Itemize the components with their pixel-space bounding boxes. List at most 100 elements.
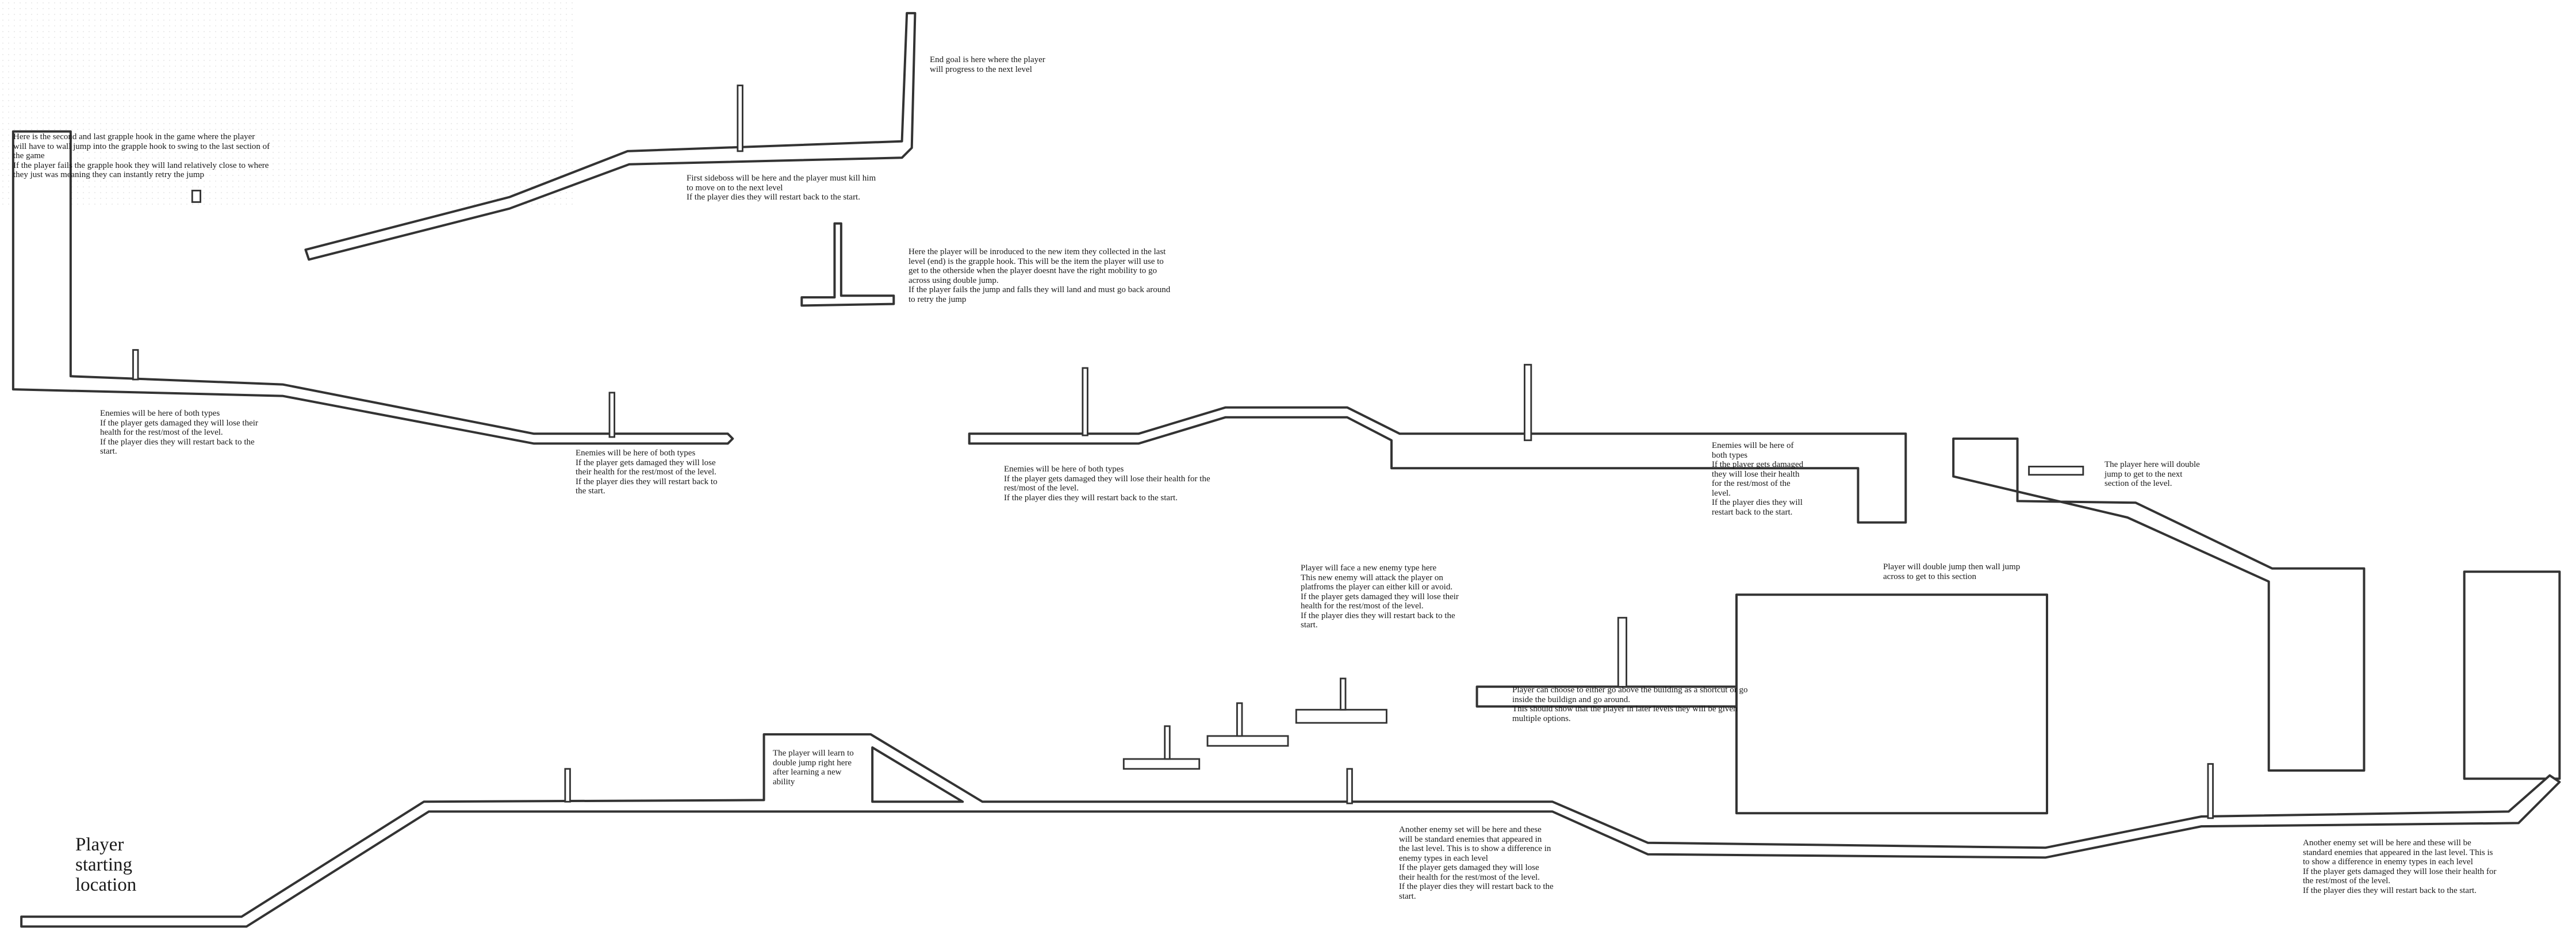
note-line: to move on to the next level [687,183,783,193]
building [1735,593,2048,815]
enemy-post [1236,702,1243,737]
double-jump-ledge [2028,466,2084,476]
note-line: jump to get to the next [2104,469,2183,479]
note-line: after learning a new [773,768,842,777]
note-line: If the player dies they will restart bac… [100,437,255,447]
note-line: This should show that the player in late… [1512,704,1738,714]
note-line: platfroms the player can either kill or … [1301,582,1453,592]
start-label-line: location [75,875,137,895]
note-line: ability [773,777,795,787]
note-line: their health for the rest/most of the le… [576,467,716,477]
note-line: to show a difference in enemy types in e… [2303,857,2473,867]
note-line: the game [13,151,45,160]
grapple-t-platform [800,222,895,307]
note-line: Enemies will be here of both types [576,448,696,458]
note-line: If the player fails the jump and falls t… [908,285,1171,294]
right-upper-platform [1952,437,2366,772]
note-line: level (end) is the grapple hook. This wi… [908,256,1164,266]
note-line: health for the rest/most of the level. [1301,601,1424,611]
ramp-triangle [871,746,964,803]
note-grapple-last: Here is the second and last grapple hook… [13,132,270,180]
note-line: If the player gets damaged they will los… [1004,474,1210,484]
note-line: If the player gets damaged they will los… [2303,867,2497,876]
note-line: both types [1712,450,1748,460]
rooftop-ledge [1475,685,1738,708]
note-line: they will lose their health [1712,469,1800,479]
floating-platform [1295,708,1387,724]
enemy-post [1082,367,1088,436]
far-right-tower [2463,570,2561,780]
start-label-line: Player [75,834,124,855]
upper-slope-platform [304,12,917,261]
note-line: Here the player will be inroduced to the… [908,247,1166,256]
note-line: enemy types in each level [1399,853,1488,863]
note-another-enemy-1: Another enemy set will be here and these… [1399,825,1554,901]
note-line: The player here will double [2104,460,2200,469]
note-line: start. [1301,620,1318,630]
start-label-line: starting [75,854,132,875]
note-line: will progress to the next level [930,64,1032,74]
note-line: If the player gets damaged they will los… [576,458,716,467]
note-line: across to get to this section [1883,572,1977,581]
note-line: start. [1399,891,1416,901]
note-line: standard enemies that appeared in the la… [2303,848,2493,857]
enemy-post [1164,725,1171,760]
note-line: the rest/most of the level. [2303,876,2391,885]
left-wall-floor-platform [12,130,734,445]
note-line: the last level. This is to show a differ… [1399,844,1551,853]
floating-platform [1206,735,1289,747]
note-line: inside the buildign and go around. [1512,695,1630,704]
player-start-label: Player starting location [75,835,136,895]
note-line: If the player dies they will restart bac… [576,477,718,486]
note-line: double jump right here [773,758,852,768]
note-line: multiple options. [1512,714,1571,723]
note-line: Another enemy set will be here and these… [2303,838,2471,848]
floating-platform [1122,758,1201,770]
note-line: Player can choose to either go above the… [1512,685,1748,695]
note-line: This new enemy will attack the player on [1301,573,1443,582]
enemy-post [1340,677,1347,711]
note-line: for the rest/most of the [1712,479,1791,488]
note-another-enemy-2: Another enemy set will be here and these… [2303,838,2497,895]
enemy-post [608,392,615,438]
note-line: Enemies will be here of both types [1004,465,1124,474]
note-line: If the player dies they will restart bac… [687,193,860,202]
note-line: level. [1712,488,1731,498]
note-line: End goal is here where the player [930,55,1045,64]
note-line: section of the level. [2104,479,2172,488]
note-line: to retry the jump [908,294,967,304]
note-line: If the player dies they will restart bac… [2303,885,2477,895]
note-line: Enemies will be here of [1712,441,1794,450]
note-line: First sideboss will be here and the play… [687,174,876,183]
enemy-post [564,768,571,803]
note-line: If the player dies they will restart bac… [1301,611,1455,620]
note-line: the start. [576,486,605,496]
canvas-grid [0,0,575,207]
note-line: restart back to the start. [1712,507,1793,517]
note-line: their health for the rest/most of the le… [1399,872,1540,882]
note-line: If the player gets damaged they will los… [100,418,258,428]
note-choose-path: Player can choose to either go above the… [1512,685,1747,723]
note-line: will have to wall jump into the grapple … [13,141,270,151]
sideboss-post [737,85,743,152]
enemy-post [132,349,139,381]
note-line: Another enemy set will be here and these [1399,825,1542,834]
enemy-post [1524,363,1532,442]
enemy-post [1346,768,1353,804]
rooftop-post [1617,616,1627,688]
bottom-floor-platform [20,733,2561,928]
note-line: Here is the second and last grapple hook… [13,132,255,141]
note-line: get to the otherside when the player doe… [908,266,1157,275]
note-line: If the player dies they will restart bac… [1399,882,1554,891]
note-line: If the player dies they will restart bac… [1004,493,1178,503]
note-grapple-intro: Here the player will be inroduced to the… [908,247,1170,304]
